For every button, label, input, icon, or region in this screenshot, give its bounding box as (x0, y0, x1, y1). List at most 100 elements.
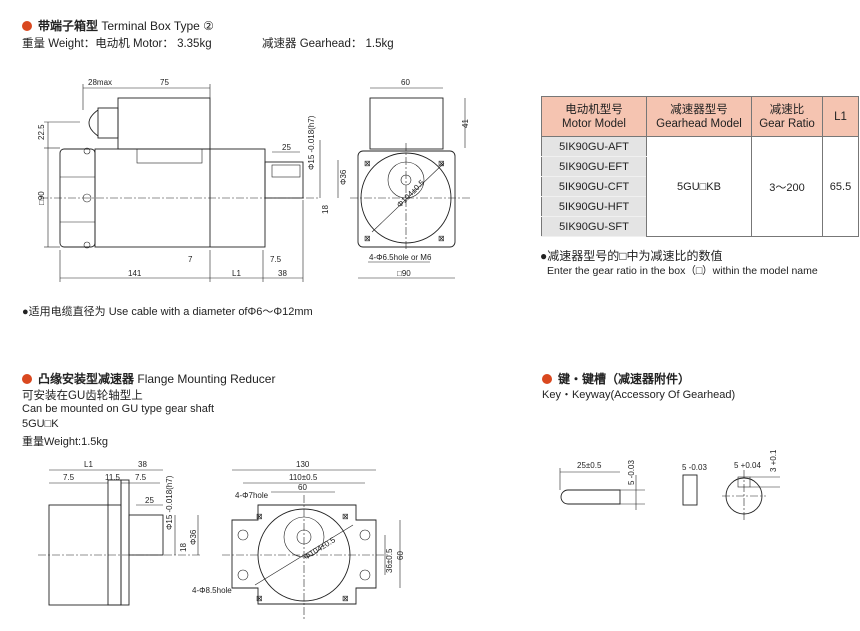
dimension-label: 36±0.5 (385, 548, 394, 573)
drawing-line (359, 569, 371, 581)
dimension-label: 11.5 (105, 473, 121, 482)
header-cn: 减速比 (769, 103, 805, 116)
dimension-label: 60 (298, 483, 307, 492)
drawing-line (231, 504, 377, 605)
l1-cell: 65.5 (822, 136, 859, 237)
drawing-line (97, 107, 119, 139)
cable-note: ●适用电缆直径为 Use cable with a diameter ofΦ6～… (22, 306, 313, 318)
dimension-label: 60 (401, 78, 410, 87)
dimension-label: 141 (128, 269, 142, 278)
mounting-hole-icon: ⊠ (256, 512, 263, 521)
header-en: Gear Ratio (759, 117, 815, 130)
drawing-line (254, 524, 354, 586)
drawing-line (237, 569, 249, 581)
flange-line4: 重量Weight:1.5kg (22, 436, 109, 448)
key-title-en: Key・Keyway(Accessory Of Gearhead) (542, 389, 736, 401)
drawing-line (128, 514, 164, 556)
drawing-line (83, 241, 91, 249)
section-title-cn: 键・键槽（减速器附件） (558, 372, 691, 386)
drawing-line (371, 162, 445, 233)
dimension-label: 41 (461, 119, 470, 128)
header-en: Gearhead Model (656, 117, 742, 130)
dimension-label: 75 (160, 78, 169, 87)
dimension-label: 4-Φ7hole (235, 491, 269, 500)
flange-line2: Can be mounted on GU type gear shaft (22, 403, 215, 415)
table-note-en: Enter the gear ratio in the box（□）within… (547, 265, 818, 277)
dimension-label: 22.5 (37, 124, 46, 140)
terminal-box-side-view: 28max 75 22.5 □90 141 L1 38 7 7.5 25 Φ15… (37, 78, 348, 282)
header-cn: 电动机型号 (565, 103, 623, 116)
motor-model-cell: 5IK90GU-CFT (541, 176, 647, 197)
section-title-cn: 带端子箱型 (38, 19, 99, 33)
mounting-hole-icon: ⊠ (342, 594, 349, 603)
bullet-icon (22, 21, 32, 31)
dimension-label: □90 (397, 269, 411, 278)
dimension-label: 7.5 (270, 255, 282, 264)
section-terminal-box-title: 带端子箱型 Terminal Box Type ② (22, 17, 214, 34)
section-title-en: Terminal Box Type ② (101, 19, 214, 33)
drawing-line (264, 161, 304, 199)
drawing-line (88, 109, 99, 137)
section-key-title: 键・键槽（减速器附件） (542, 370, 690, 387)
dimension-label: 7.5 (63, 473, 75, 482)
dimension-label: 5 +0.04 (734, 461, 761, 470)
dimension-label: 38 (278, 269, 287, 278)
bullet-icon (22, 374, 32, 384)
motor-weight: 重量 Weight：电动机 Motor： 3.35kg (22, 38, 212, 50)
dimension-label: 3 +0.1 (769, 449, 778, 472)
drawing-line (560, 489, 621, 505)
gearhead-model-cell: 5GU□KB (646, 136, 752, 237)
header-l1: L1 (822, 96, 859, 137)
dimension-label: 25 (145, 496, 154, 505)
dimension-label: 110±0.5 (289, 473, 318, 482)
drawing-line (82, 193, 92, 203)
section-title-cn: 凸缘安装型减速器 (38, 372, 135, 386)
key-keyway-drawings: 25±0.5 5 -0.03 5 -0.03 5 +0.04 3 +0.1 (559, 449, 780, 520)
drawing-line (237, 529, 249, 541)
motor-model-cell: 5IK90GU-HFT (541, 196, 647, 217)
dimension-label: □90 (37, 191, 46, 205)
mounting-hole-icon: ⊠ (256, 594, 263, 603)
mounting-hole-icon: ⊠ (438, 234, 445, 243)
mounting-hole-icon: ⊠ (364, 159, 371, 168)
flange-line1: 可安装在GU齿轮轴型上 (22, 390, 143, 402)
dimension-label: 4-Φ8.5hole (192, 586, 232, 595)
dimension-label: 25 (282, 143, 291, 152)
motor-model-cell: 5IK90GU-SFT (541, 216, 647, 237)
flange-line3: 5GU□K (22, 418, 59, 430)
table-note-cn: ●减速器型号的□中为减速比的数值 (540, 249, 723, 263)
dimension-label: 130 (296, 460, 310, 469)
mounting-hole-icon: ⊠ (364, 234, 371, 243)
mounting-hole-icon: ⊠ (438, 159, 445, 168)
header-cn: 减速器型号 (670, 103, 728, 116)
bullet-icon (542, 374, 552, 384)
dimension-label: Φ104±0.5 (395, 178, 427, 210)
drawing-line (136, 148, 203, 164)
dimension-label: L1 (84, 460, 93, 469)
dimension-label: 7 (188, 255, 193, 264)
drawing-line (359, 529, 371, 541)
drawing-line (369, 97, 444, 150)
dimension-label: 38 (138, 460, 147, 469)
drawing-line (357, 150, 456, 248)
dimension-label: Φ15 -0.018(h7) (307, 115, 316, 170)
mounting-hole-icon: ⊠ (342, 512, 349, 521)
drawing-line (120, 479, 130, 606)
gearhead-weight: 减速器 Gearhead： 1.5kg (262, 38, 394, 50)
dimension-label: L1 (232, 269, 241, 278)
section-flange-title: 凸缘安装型减速器 Flange Mounting Reducer (22, 370, 275, 387)
dimension-label: Φ36 (339, 169, 348, 185)
flange-side-view: L1 38 7.5 11.5 7.5 25 Φ15 -0.018(h7) 18 … (38, 460, 200, 606)
header-en: Motor Model (562, 117, 626, 130)
terminal-box-front-view: ⊠⊠⊠⊠ 60 41 Φ104±0.5 4-Φ6.5hole or M6 □90 (350, 78, 470, 279)
dimension-label: Φ15 -0.018(h7) (165, 475, 174, 530)
drawing-line (682, 474, 698, 506)
drawing-line (107, 479, 122, 606)
motor-model-cell: 5IK90GU-EFT (541, 156, 647, 177)
drawing-line (271, 164, 301, 178)
drawing-line (117, 97, 211, 150)
dimension-label: 5 -0.03 (682, 463, 707, 472)
